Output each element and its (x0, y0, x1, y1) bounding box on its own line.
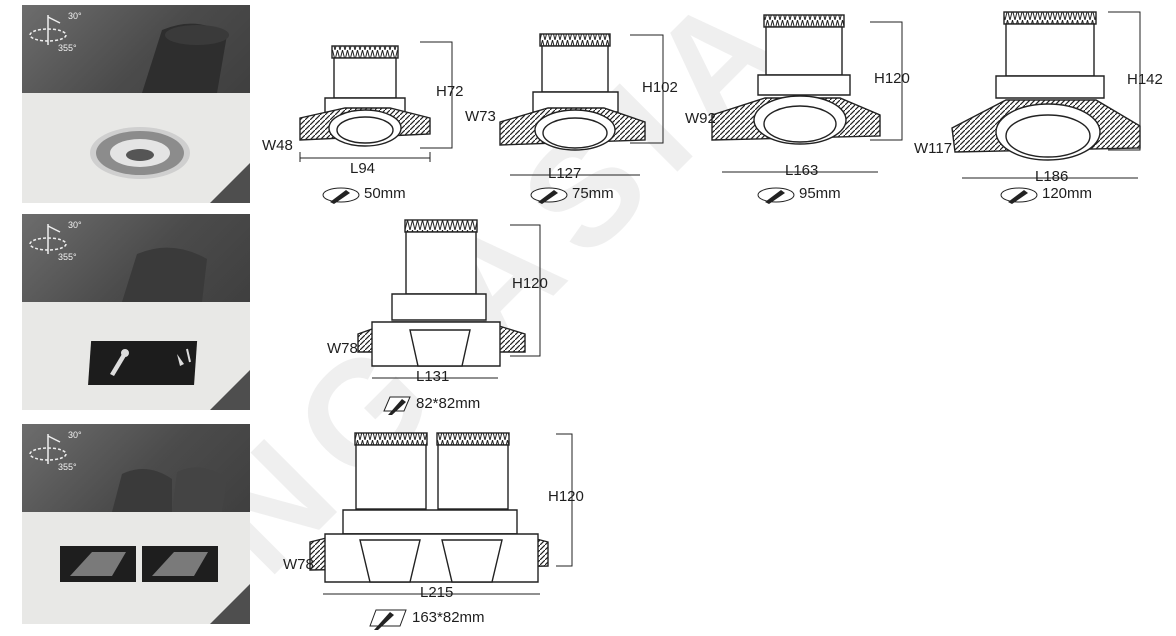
width-label-1: W48 (262, 137, 293, 154)
height-label-6: H120 (548, 488, 584, 505)
drawing-square-82 (357, 219, 541, 379)
cutout-size: 120mm (1042, 184, 1093, 202)
cutout-label-6: 163*82mm (366, 606, 485, 630)
cutout-square-icon (383, 396, 411, 415)
cutout-label-4: 120mm (998, 184, 1092, 204)
rotation-indicator: 30° 355° (28, 430, 88, 474)
cutout-size: 50mm (364, 184, 406, 202)
tilt-angle-label: 30° (68, 430, 82, 440)
tilt-angle-label: 30° (68, 11, 82, 21)
width-label-3: W92 (685, 110, 716, 127)
width-label-4: W117 (914, 140, 953, 157)
double-downlight-illustration (60, 467, 227, 582)
cutout-label-1: 50mm (320, 184, 406, 204)
length-label-3: L163 (785, 162, 819, 179)
photo-corner (210, 370, 250, 410)
photo-corner (210, 584, 250, 624)
round-downlight-illustration (90, 23, 229, 179)
drawing-round-75 (499, 33, 664, 176)
drawing-round-50 (299, 41, 453, 162)
cutout-label-5: 82*82mm (380, 393, 480, 415)
drawing-round-120 (951, 11, 1141, 179)
cutout-size: 82*82mm (416, 394, 481, 412)
rotation-icon (29, 224, 67, 254)
height-label-4: H142 (1127, 71, 1163, 88)
length-label-2: L127 (548, 165, 582, 182)
rotation-icon (29, 434, 67, 464)
height-label-5: H120 (512, 275, 548, 292)
cutout-round-icon (530, 187, 568, 204)
height-label-1: H72 (436, 83, 464, 100)
rotate-angle-label: 355° (58, 252, 77, 262)
rotation-indicator: 30° 355° (28, 11, 88, 55)
height-label-2: H102 (642, 79, 678, 96)
cutout-label-3: 95mm (755, 184, 841, 204)
cutout-label-2: 75mm (528, 184, 614, 204)
cutout-round-icon (1000, 187, 1038, 204)
product-photo-double: 30° 355° (22, 424, 250, 624)
rotate-angle-label: 355° (58, 43, 77, 53)
product-photo-round: 30° 355° (22, 5, 250, 203)
cutout-rectangle-icon (369, 609, 407, 630)
cutout-size: 95mm (799, 184, 841, 202)
rotate-angle-label: 355° (58, 462, 77, 472)
height-label-3: H120 (874, 70, 910, 87)
drawing-double-163x82 (309, 432, 573, 595)
cutout-size: 75mm (572, 184, 614, 202)
length-label-6: L215 (420, 584, 454, 601)
cutout-round-icon (757, 187, 795, 204)
cutout-size: 163*82mm (412, 608, 485, 626)
rotation-indicator: 30° 355° (28, 220, 88, 264)
tilt-angle-label: 30° (68, 220, 82, 230)
length-label-1: L94 (350, 160, 376, 177)
photo-corner (210, 163, 250, 203)
length-label-4: L186 (1035, 168, 1069, 185)
rotation-icon (29, 15, 67, 45)
width-label-6: W78 (283, 556, 314, 573)
cutout-round-icon (322, 187, 360, 204)
length-label-5: L131 (416, 368, 450, 385)
drawing-round-95 (711, 14, 903, 173)
product-photo-square: 30° 355° (22, 214, 250, 410)
square-downlight-illustration (88, 247, 207, 385)
width-label-5: W78 (327, 340, 358, 357)
width-label-2: W73 (465, 108, 496, 125)
